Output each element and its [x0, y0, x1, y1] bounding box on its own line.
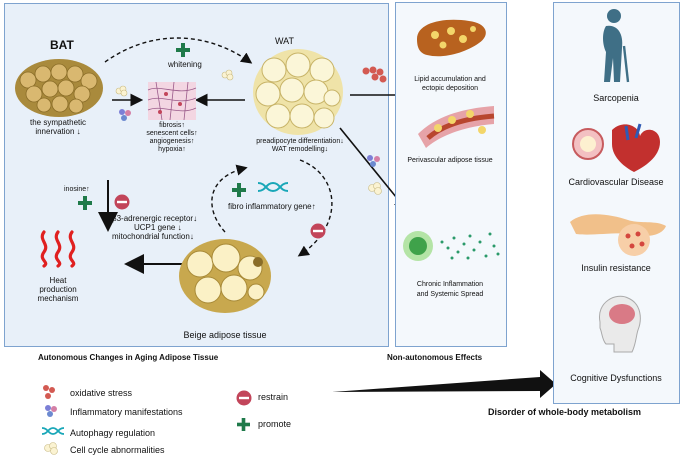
legend-inflammatory-label: Inflammatory manifestations: [70, 407, 183, 417]
sympathetic-line-2: innervation ↓: [35, 127, 81, 136]
non-autonomous-panel: [395, 2, 507, 347]
cell-cycle-icon-left: [115, 85, 128, 97]
heat-line-1: Heat: [49, 276, 67, 285]
whole-body-caption: Disorder of whole-body metabolism: [488, 407, 642, 417]
cell-cycle-legend-icon: [44, 442, 58, 455]
elderly-person-icon: [603, 9, 630, 83]
whitening-promote-icon: [176, 43, 190, 57]
oxidative-stress-legend-icon: [43, 385, 55, 399]
oxidative-stress-icon-mid: [362, 66, 387, 83]
legend-restrain-label: restrain: [258, 392, 289, 402]
inosine-label: inosine↑: [64, 186, 90, 193]
heat-line-3: mechanism: [37, 294, 79, 303]
inflammatory-icon-left: [119, 109, 131, 121]
restrain-legend-icon: [236, 390, 252, 406]
bat-label: BAT: [50, 38, 74, 52]
chronic-line-2: and Systemic Spread: [416, 291, 484, 298]
cycle-restrain-icon: [310, 223, 326, 239]
fibro-gene-label: fibro inflammatory gene↑: [228, 202, 316, 211]
preadipocyte-line-2: WAT remodelling↓: [271, 146, 329, 153]
perivascular-tissue-icon: [418, 106, 495, 148]
inflammation-cell-icon: [403, 231, 500, 261]
wat-label: WAT: [275, 36, 294, 46]
wat-tissue-icon: [253, 49, 343, 135]
beige-tissue-icon: [179, 239, 271, 313]
receptor-restrain-icon: [114, 194, 130, 210]
receptor-line-2: UCP1 gene ↓: [134, 223, 182, 232]
fibrosis-tissue-icon: [147, 81, 197, 121]
legend-cellcycle-label: Cell cycle abnormalities: [70, 445, 165, 455]
cognitive-label: Cognitive Dysfunctions: [570, 373, 662, 383]
brain-head-icon: [599, 295, 641, 353]
beige-label: Beige adipose tissue: [183, 330, 267, 340]
whitening-label: whitening: [168, 60, 202, 69]
non-autonomous-caption: Non-autonomous Effects: [387, 353, 483, 362]
autonomous-caption: Autonomous Changes in Aging Adipose Tiss…: [38, 353, 219, 362]
lipid-line-2: ectopic deposition: [421, 85, 479, 92]
legend-oxidative-label: oxidative stress: [70, 388, 133, 398]
heat-waves-icon: [40, 230, 76, 268]
insulin-label: Insulin resistance: [581, 263, 651, 273]
fibrosis-line-3: angiogenesis↑: [149, 138, 195, 145]
promote-legend-icon: [237, 418, 250, 431]
bat-tissue-icon: [15, 59, 103, 117]
inflammatory-icon-mid: [367, 155, 380, 167]
inosine-promote-icon: [78, 196, 92, 210]
inflammatory-legend-icon: [45, 405, 57, 417]
lipid-line-1: Lipid accumulation and: [414, 76, 486, 83]
fibrosis-line-2: senescent cells↑: [146, 130, 198, 137]
cell-cycle-icon-mid: [368, 182, 382, 195]
receptor-line-3: mitochondrial function↓: [112, 232, 194, 241]
legend-promote-label: promote: [258, 419, 292, 429]
preadipocyte-line-1: preadipocyte differentiation↓: [256, 138, 344, 145]
sympathetic-line-1: the sympathetic: [29, 118, 87, 127]
pancreas-icon: [570, 214, 666, 256]
chronic-line-1: Chronic Inflammation: [416, 281, 484, 288]
legend-autophagy-label: Autophagy regulation: [70, 428, 156, 438]
autophagy-legend-icon: [41, 427, 65, 435]
heat-line-2: production: [39, 285, 77, 294]
fibrosis-line-1: fibrosis↑: [159, 122, 185, 129]
sarcopenia-label: Sarcopenia: [593, 93, 639, 103]
perivascular-label: Perivascular adipose tissue: [407, 157, 493, 164]
liver-icon: [417, 19, 486, 57]
receptor-line-1: β3-adrenergic receptor↓: [112, 214, 198, 223]
cardiovascular-label: Cardiovascular Disease: [568, 177, 664, 187]
gene-promote-icon: [232, 183, 246, 197]
autophagy-icon: [257, 181, 289, 193]
fibrosis-line-4: hypoxia↑: [158, 146, 186, 153]
cell-cycle-icon-wat: [221, 69, 234, 81]
heart-icon: [572, 123, 660, 172]
